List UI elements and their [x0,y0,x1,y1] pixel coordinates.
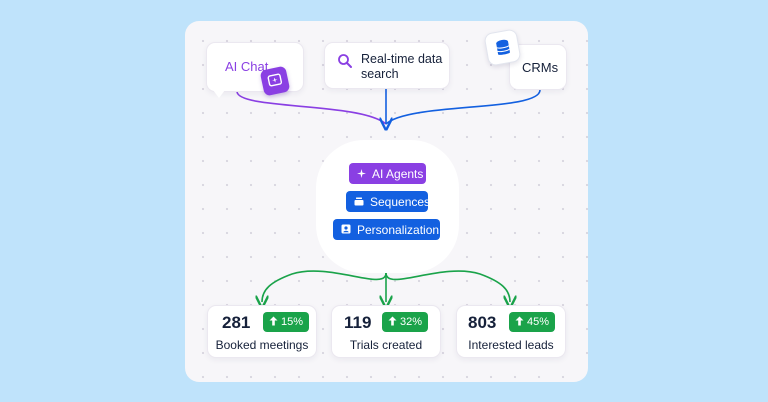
change-badge: 32% [382,312,429,332]
arrow-up-icon [515,316,524,329]
connector-result-1 [262,270,387,302]
result-value: 119 [344,313,372,332]
change-badge: 15% [263,312,310,332]
result-value: 803 [468,313,497,332]
result-value: 281 [222,313,251,332]
crm-label: CRMs [522,60,559,75]
result-card-trials-created: 119 32% Trials created [331,305,441,358]
ai-chat-label: AI Chat [225,59,269,74]
result-label: Booked meetings [215,338,309,352]
person-card-icon [341,223,351,237]
pill-personalization-label: Personalization [357,222,440,237]
change-value: 45% [527,316,550,328]
change-value: 15% [281,316,304,328]
ai-chat-card: AI Chat [206,42,304,92]
search-icon [337,53,353,74]
change-value: 32% [400,316,423,328]
result-label: Interested leads [468,338,554,352]
arrow-up-icon [388,316,397,329]
connector-crms [385,89,541,125]
connector-ai-chat [236,91,387,125]
result-card-booked-meetings: 281 15% Booked meetings [207,305,317,358]
pill-sequences: Sequences [346,191,431,212]
chat-sparkle-icon [259,65,291,97]
pill-personalization: Personalization [333,219,440,240]
result-card-interested-leads: 803 45% Interested leads [456,305,566,358]
chat-bubble-tail [213,90,225,98]
arrow-up-icon [269,316,278,329]
stack-icon [354,195,364,209]
change-badge: 45% [509,312,556,332]
database-icon [483,28,522,67]
pill-ai-agents: AI Agents [349,163,426,184]
sparkle-icon [357,167,366,181]
result-label: Trials created [349,338,423,352]
pill-ai-agents-label: AI Agents [372,166,424,181]
pill-sequences-label: Sequences [370,194,431,209]
search-label: Real-time data search [361,52,443,81]
search-card: Real-time data search [324,42,450,89]
connector-result-3 [385,270,510,302]
